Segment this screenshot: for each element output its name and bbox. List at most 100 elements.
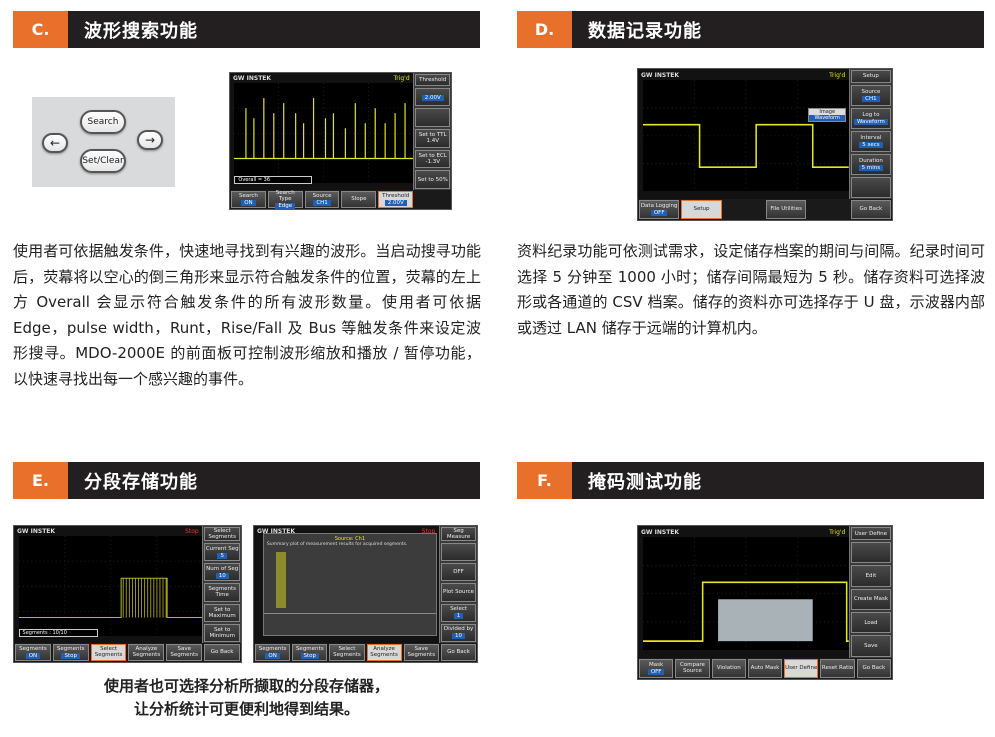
bottom-menu-button[interactable]: User Define	[784, 658, 819, 678]
bottom-menu-label: Segments	[295, 645, 324, 652]
section-letter: D.	[517, 11, 572, 48]
bottom-menu-button[interactable]: Slope	[341, 190, 377, 208]
waveform-display	[18, 535, 203, 637]
bottom-menu-button[interactable]: Setup	[681, 199, 722, 219]
log-to-popup[interactable]: Image Waveform	[808, 108, 847, 123]
bottom-menu-button[interactable]: Go Back	[856, 658, 891, 678]
set-clear-key: Set/Clear	[80, 149, 126, 173]
overall-count: Overall = 36	[234, 176, 312, 185]
bottom-menu-button[interactable]: Save Segments	[403, 643, 439, 661]
bottom-menu-button[interactable]: File Utilities	[765, 199, 807, 219]
side-menu-item[interactable]	[441, 543, 476, 562]
side-menu-label: Set to ECL	[418, 152, 447, 159]
side-menu-label: Divided by	[443, 626, 474, 633]
bottom-menu-button[interactable]: Go Back	[440, 643, 477, 661]
side-menu-item[interactable]: Segments Time	[204, 583, 240, 602]
side-menu-item[interactable]: Save	[850, 635, 891, 657]
bottom-menu-label: Analyze Segments	[132, 646, 161, 659]
bottom-menu-button[interactable]: Auto Mask	[747, 658, 783, 678]
section-header-c: C.波形搜索功能	[13, 11, 480, 48]
side-menu-item[interactable]: DFF	[441, 563, 476, 582]
side-menu-item[interactable]: Set to Maximum	[204, 603, 240, 622]
side-menu-item[interactable]: Select Segments	[204, 527, 240, 541]
side-menu-item[interactable]: Threshold	[415, 74, 450, 86]
section-title: 掩码测试功能	[588, 471, 702, 493]
popup-option-image[interactable]: Image	[819, 109, 836, 116]
side-menu-item[interactable]	[850, 542, 891, 564]
bottom-menu-label: Segments	[19, 645, 47, 652]
bottom-menu-label: Search Type	[275, 189, 295, 202]
bottom-menu-button[interactable]: Compare Source	[675, 658, 710, 678]
bottom-menu-label: Save Segments	[407, 646, 436, 659]
bottom-menu-value: OFF	[650, 209, 668, 216]
side-menu-item[interactable]: Edit	[850, 565, 891, 587]
side-menu-value: 10	[215, 572, 229, 579]
bottom-menu-label: Threshold	[382, 192, 410, 199]
bottom-menu-value: Stop	[61, 652, 80, 659]
side-menu-label: Set to 50%	[417, 176, 448, 183]
bottom-menu-button[interactable]: Reset Ratio	[820, 658, 855, 678]
waveform-display	[643, 79, 849, 192]
section-header-f: F.掩码测试功能	[517, 462, 984, 499]
search-description: 使用者可依据触发条件，快速地寻找到有兴趣的波形。当启动搜寻功能后，荧幕将以空心的…	[13, 242, 482, 388]
side-menu-label: Set to TTL	[418, 132, 447, 139]
bottom-menu-label: User Define	[785, 665, 818, 672]
side-menu-item[interactable]: Setup	[850, 70, 891, 83]
popup-option-waveform[interactable]: Waveform	[809, 115, 846, 122]
bottom-menu-label: Search	[238, 192, 258, 199]
side-menu-value: 10	[452, 633, 466, 640]
side-menu-label: Select	[450, 606, 468, 613]
side-menu-item[interactable]: Create Mask	[850, 588, 891, 610]
bottom-menu-button[interactable]: Analyze Segments	[128, 643, 165, 661]
side-menu-item[interactable]: User Define	[850, 527, 891, 541]
side-menu-item[interactable]: Seg Measure	[441, 527, 476, 541]
bottom-menu-button[interactable]: Violation	[711, 658, 746, 678]
right-arrow-key: →	[137, 130, 163, 150]
side-menu-item[interactable]	[850, 176, 891, 198]
bottom-menu-label: Select Segments	[333, 646, 361, 659]
side-menu-item[interactable]: Set to 50%	[415, 170, 450, 189]
side-menu-item[interactable]: Load	[850, 612, 891, 634]
side-menu-item[interactable]: Plot Source	[441, 583, 476, 602]
side-menu-item[interactable]: 2.00V	[415, 87, 450, 107]
bottom-menu-button[interactable]: Select Segments	[329, 643, 365, 661]
bottom-menu-button[interactable]: Analyze Segments	[366, 643, 402, 661]
bottom-menu-button[interactable]: Go Back	[204, 643, 240, 661]
bottom-menu-button[interactable]: Select Segments	[90, 643, 127, 661]
bottom-menu-button[interactable]: Save Segments	[166, 643, 203, 661]
side-menu-item[interactable]	[415, 108, 450, 127]
side-menu-item[interactable]: Set to ECL-1.3V	[415, 149, 450, 169]
search-key: Search	[80, 110, 126, 134]
side-menu-item[interactable]: Set to Minimum	[204, 623, 240, 642]
bottom-menu-button	[724, 200, 764, 219]
brand-logo: GW INSTEK	[17, 527, 56, 535]
bottom-menu-label: Mask	[649, 661, 664, 668]
front-panel-keypad-photo: Search Set/Clear ← →	[32, 97, 175, 187]
bottom-menu-label: Select Segments	[94, 646, 123, 659]
bottom-menu-button[interactable]: Go Back	[850, 199, 891, 219]
panel-title: Source: Ch1	[334, 535, 366, 542]
